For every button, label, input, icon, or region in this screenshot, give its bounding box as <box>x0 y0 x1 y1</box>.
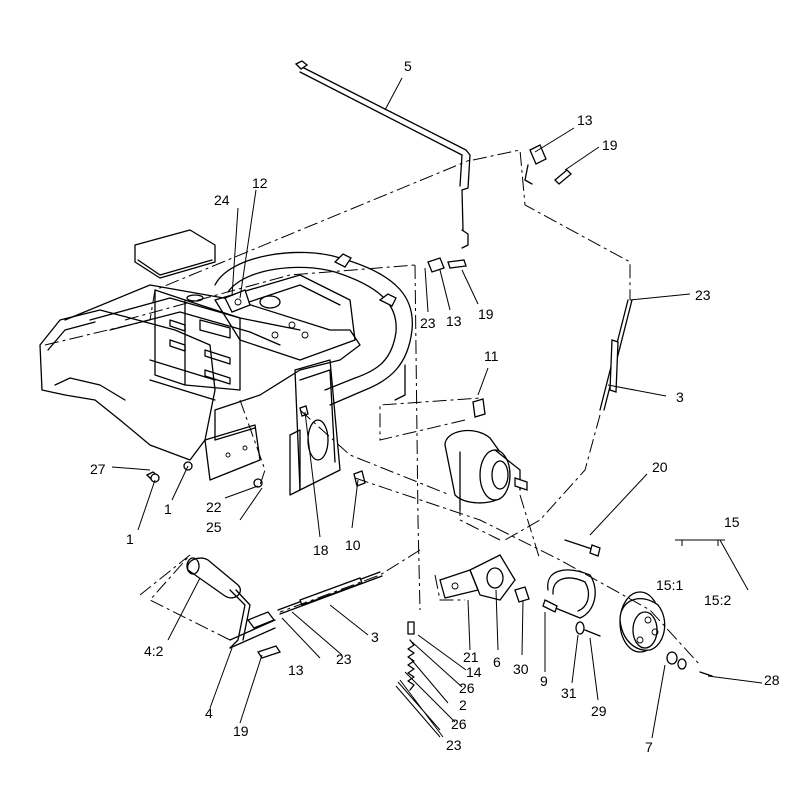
callout-31: 31 <box>561 685 577 701</box>
callout-5: 5 <box>404 58 412 74</box>
drum-15 <box>619 591 687 670</box>
callout-23-bottom: 23 <box>446 737 462 753</box>
callout-27: 27 <box>90 461 106 477</box>
callout-1-left: 1 <box>126 531 134 547</box>
callout-26-lower: 26 <box>451 716 467 732</box>
callout-7: 7 <box>645 739 653 755</box>
clevis-13-19-middle <box>427 257 467 273</box>
callout-20: 20 <box>652 459 668 475</box>
callout-13-upper: 13 <box>446 313 462 329</box>
center-lines <box>44 149 701 666</box>
bracket-24-12 <box>224 289 251 313</box>
callout-13-top: 13 <box>577 112 593 128</box>
callout-3-left: 3 <box>371 629 379 645</box>
callout-10: 10 <box>345 537 361 553</box>
callout-18: 18 <box>313 542 329 558</box>
callout-19-top: 19 <box>602 137 618 153</box>
washer-31 <box>575 621 585 635</box>
callout-4: 4 <box>205 705 213 721</box>
callout-25: 25 <box>206 519 222 535</box>
cable-3-right <box>599 299 633 411</box>
callout-9: 9 <box>540 673 548 689</box>
callout-23-right: 23 <box>695 287 711 303</box>
leader-lines <box>111 77 763 739</box>
spring-14 <box>407 621 415 691</box>
bolt-20 <box>564 539 601 557</box>
rod-5 <box>294 60 471 249</box>
callout-2: 2 <box>459 697 467 713</box>
cable-3-left <box>277 571 383 615</box>
callout-26-upper: 26 <box>459 680 475 696</box>
callout-1-right: 1 <box>164 501 172 517</box>
brake-band-9 <box>542 569 596 619</box>
clevis-13-19-upper <box>524 144 572 185</box>
callout-21: 21 <box>463 649 479 665</box>
nut-22-25 <box>253 478 263 488</box>
callout-28: 28 <box>764 672 780 688</box>
callout-15-1: 15:1 <box>656 577 683 593</box>
callout-15-2: 15:2 <box>704 592 731 608</box>
main-frame <box>39 229 361 496</box>
callout-22: 22 <box>206 499 222 515</box>
callout-24: 24 <box>214 192 230 208</box>
callout-19-upper: 19 <box>478 306 494 322</box>
callout-14: 14 <box>466 664 482 680</box>
callout-30: 30 <box>513 661 529 677</box>
callout-29: 29 <box>591 703 607 719</box>
callout-13-left: 13 <box>288 662 304 678</box>
brake-hub-6 <box>439 554 530 603</box>
handle-4 <box>186 557 282 659</box>
callout-23-upper: 23 <box>420 315 436 331</box>
callout-12: 12 <box>252 175 268 191</box>
callout-3-right: 3 <box>676 389 684 405</box>
bolt-29 <box>584 629 601 637</box>
pin-18 <box>299 405 309 417</box>
callout-11: 11 <box>484 348 499 364</box>
callout-labels: 5 13 19 24 12 23 13 19 23 11 3 20 15 15:… <box>90 58 780 755</box>
callout-6: 6 <box>493 654 501 670</box>
bushing-11 <box>472 398 486 418</box>
motor-11 <box>444 429 528 511</box>
roll-bar <box>214 251 414 406</box>
callout-19-left: 19 <box>233 723 249 739</box>
cotter-28 <box>699 671 713 677</box>
callout-23-left: 23 <box>336 651 352 667</box>
bushing-10 <box>353 470 366 487</box>
callout-15: 15 <box>724 514 740 530</box>
callout-4-2: 4:2 <box>144 643 164 659</box>
